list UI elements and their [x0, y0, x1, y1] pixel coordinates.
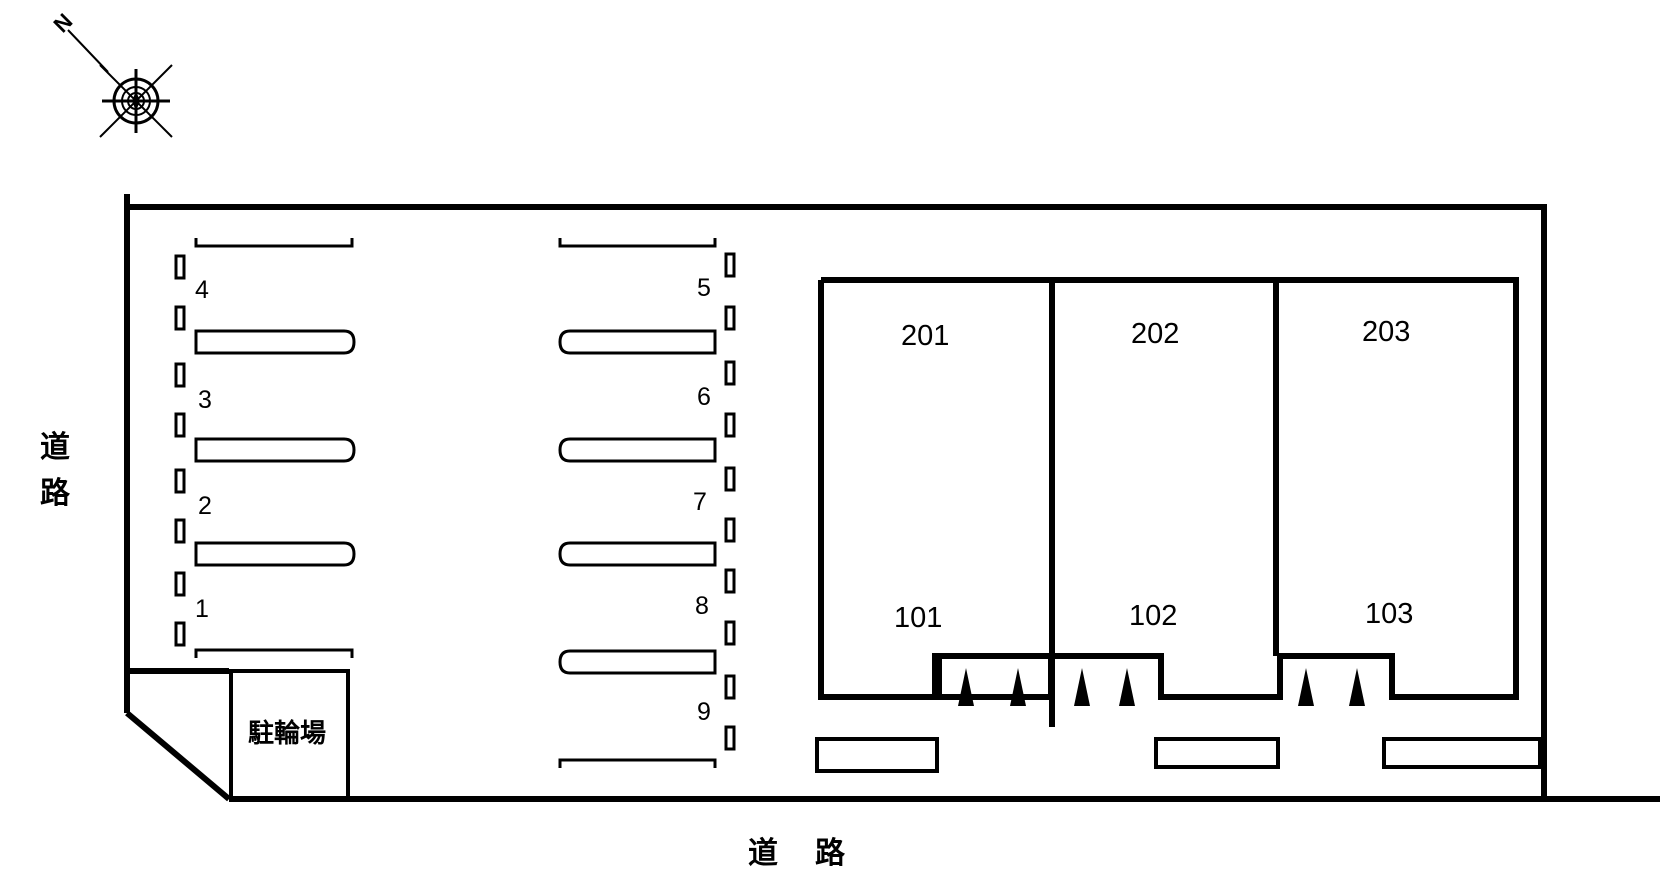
wheel-stops-middle — [724, 252, 736, 751]
parking-space-8: 8 — [695, 592, 709, 620]
unit-102: 102 — [1129, 600, 1177, 632]
parking-space-3: 3 — [198, 386, 212, 414]
parking-space-1: 1 — [195, 595, 209, 623]
unit-203: 203 — [1362, 316, 1410, 348]
bicycle-parking: 駐輪場 — [229, 669, 350, 801]
unit-201: 201 — [901, 320, 949, 352]
north-mark: N — [48, 9, 77, 38]
parking-space-2: 2 — [198, 492, 212, 520]
parking-space-6: 6 — [697, 383, 711, 411]
stair-triangle-icon — [958, 668, 1365, 706]
parking-space-9: 9 — [697, 698, 711, 726]
front-planters — [815, 737, 1542, 773]
road-label-left-2: 路 — [40, 476, 71, 511]
apartment-building — [818, 277, 1519, 727]
wheel-stops-left — [174, 254, 186, 647]
unit-202: 202 — [1131, 318, 1179, 350]
road-label-left-1: 道 — [40, 430, 70, 465]
site-boundary — [124, 194, 1660, 802]
road-label-bottom-1: 道 — [748, 836, 778, 871]
bicycle-parking-label: 駐輪場 — [248, 718, 326, 749]
parking-space-5: 5 — [697, 274, 711, 302]
parking-dividers-left — [194, 238, 356, 658]
parking-space-4: 4 — [195, 276, 209, 304]
unit-101: 101 — [894, 602, 942, 634]
parking-space-7: 7 — [693, 488, 707, 516]
compass-rose-icon: N — [48, 9, 173, 138]
unit-103: 103 — [1365, 598, 1413, 630]
parking-dividers-middle — [558, 238, 717, 768]
road-label-bottom-2: 路 — [815, 836, 846, 871]
